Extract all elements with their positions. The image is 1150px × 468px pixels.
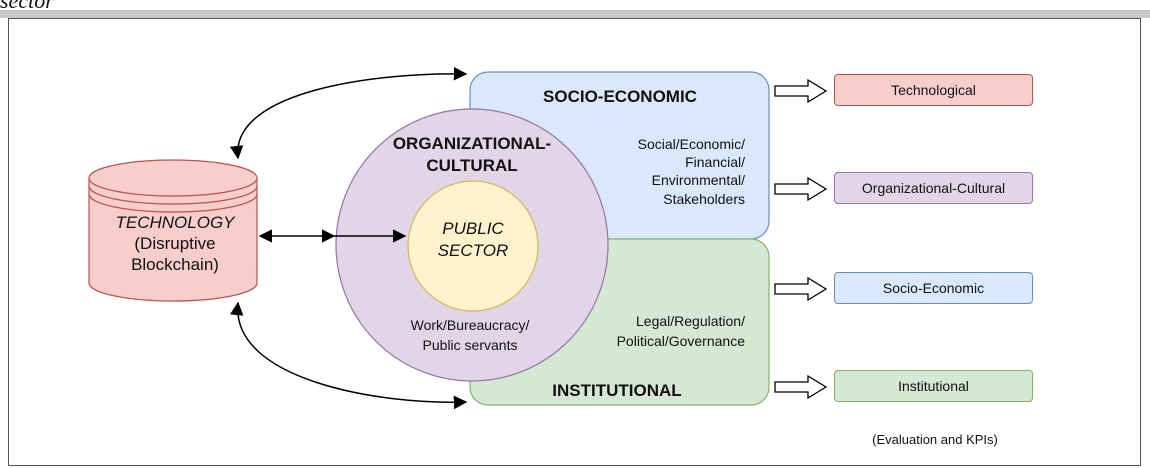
- technology-cylinder: [88, 159, 258, 302]
- public-sector-circle: [407, 180, 539, 312]
- technology-title: TECHNOLOGY: [115, 213, 235, 232]
- caption-fragment: sector: [0, 0, 54, 13]
- top-curved-arrow: [229, 66, 468, 160]
- organizational-cultural-text: Work/Bureaucracy/ Public servants: [410, 317, 530, 354]
- block-arrow-3: [774, 276, 828, 302]
- technology-subtitle: (Disruptive Blockchain): [131, 234, 219, 275]
- block-arrows: [774, 78, 828, 400]
- kpi-box-technological: Technological: [834, 74, 1033, 106]
- socio-economic-title: SOCIO-ECONOMIC: [543, 87, 697, 106]
- bottom-curved-arrow: [230, 301, 468, 410]
- public-sector-title: PUBLIC SECTOR: [437, 219, 509, 261]
- kpi-box-institutional: Institutional: [834, 370, 1033, 402]
- institutional-title: INSTITUTIONAL: [552, 381, 682, 400]
- kpi-box-organizational-cultural: Organizational-Cultural: [834, 172, 1033, 204]
- block-arrow-1: [774, 78, 828, 104]
- kpi-box-socio-economic: Socio-Economic: [834, 272, 1033, 304]
- figure-frame: [8, 18, 1141, 466]
- footer-note: (Evaluation and KPIs): [872, 432, 998, 447]
- organizational-cultural-title: ORGANIZATIONAL- CULTURAL: [392, 134, 552, 176]
- socio-economic-text: Social/Economic/ Financial/ Environmenta…: [637, 136, 745, 207]
- page-divider: [0, 10, 1150, 18]
- block-arrow-2: [774, 176, 828, 202]
- block-arrow-4: [774, 374, 828, 400]
- institutional-text: Legal/Regulation/ Political/Governance: [616, 313, 745, 349]
